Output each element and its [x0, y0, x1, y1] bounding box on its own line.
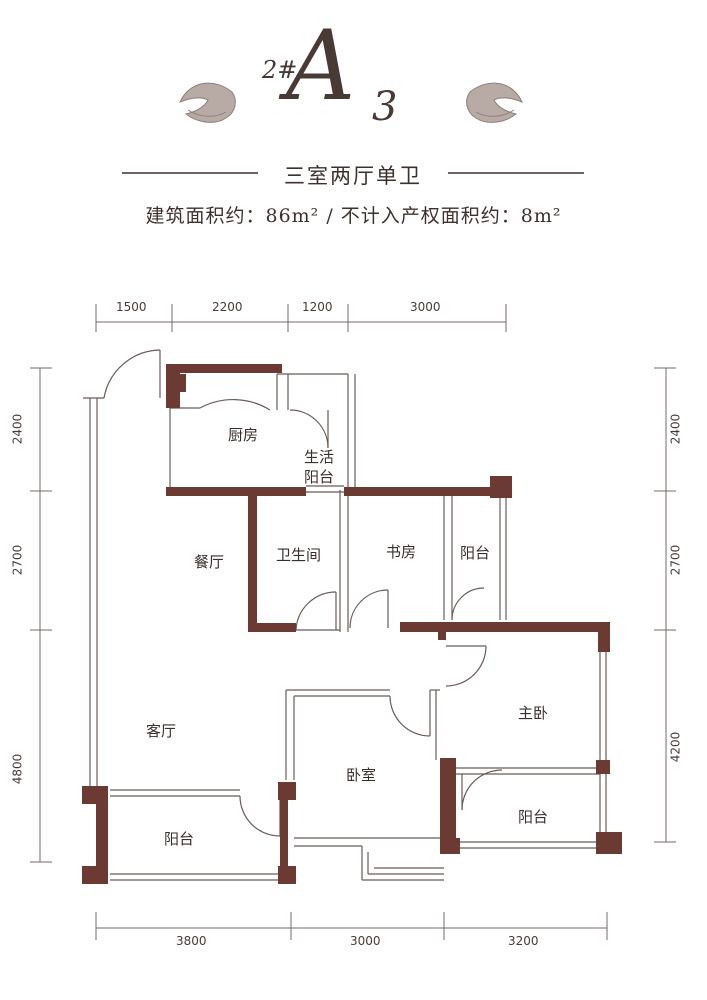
- room-dining: 餐厅: [194, 553, 225, 571]
- left-leaf-ornament-icon: [179, 82, 236, 123]
- dim-left-2: 2700: [10, 544, 25, 576]
- unit-sub: 3: [372, 84, 398, 130]
- layout-type: 三室两厅单卫: [284, 164, 422, 188]
- unit-letter: A: [286, 10, 356, 122]
- thin-walls: [83, 349, 607, 881]
- area-text: 建筑面积约：86m² / 不计入产权面积约：8m²: [145, 205, 562, 227]
- room-bedroom: 卧室: [346, 766, 377, 784]
- room-utility-balcony-line2: 阳台: [304, 468, 335, 486]
- dim-top-1: 1500: [116, 300, 147, 314]
- dim-top-4: 3000: [410, 300, 441, 314]
- right-leaf-ornament-icon: [466, 82, 523, 123]
- unit-prefix: 2#: [262, 56, 298, 84]
- dim-right-1: 2400: [668, 413, 683, 445]
- title-block: 2# A 3 三室两厅单卫 建筑面积约：86m² / 不计入产权面积约：8m²: [0, 0, 707, 240]
- dim-left-1: 2400: [10, 413, 25, 445]
- dim-bottom-3: 3200: [508, 934, 539, 948]
- room-living: 客厅: [146, 722, 177, 740]
- dim-left-3: 4800: [10, 753, 25, 785]
- dim-right-2: 2700: [668, 544, 683, 576]
- dim-right-3: 4200: [668, 731, 683, 763]
- room-balcony-east: 阳台: [460, 544, 491, 562]
- dim-bottom-2: 3000: [350, 934, 381, 948]
- room-utility-balcony-line1: 生活: [304, 448, 335, 466]
- room-study: 书房: [386, 543, 417, 561]
- dim-top-3: 1200: [302, 300, 333, 314]
- dim-top-2: 2200: [212, 300, 243, 314]
- ornament-layer: [122, 82, 584, 174]
- room-balcony-master: 阳台: [518, 808, 549, 826]
- room-master-bedroom: 主卧: [518, 704, 549, 722]
- dim-bottom-1: 3800: [176, 934, 207, 948]
- dimension-lines: [30, 304, 676, 940]
- room-bathroom: 卫生间: [276, 546, 322, 564]
- room-balcony-living: 阳台: [164, 830, 195, 848]
- thick-walls: [82, 364, 622, 884]
- room-kitchen: 厨房: [228, 426, 259, 444]
